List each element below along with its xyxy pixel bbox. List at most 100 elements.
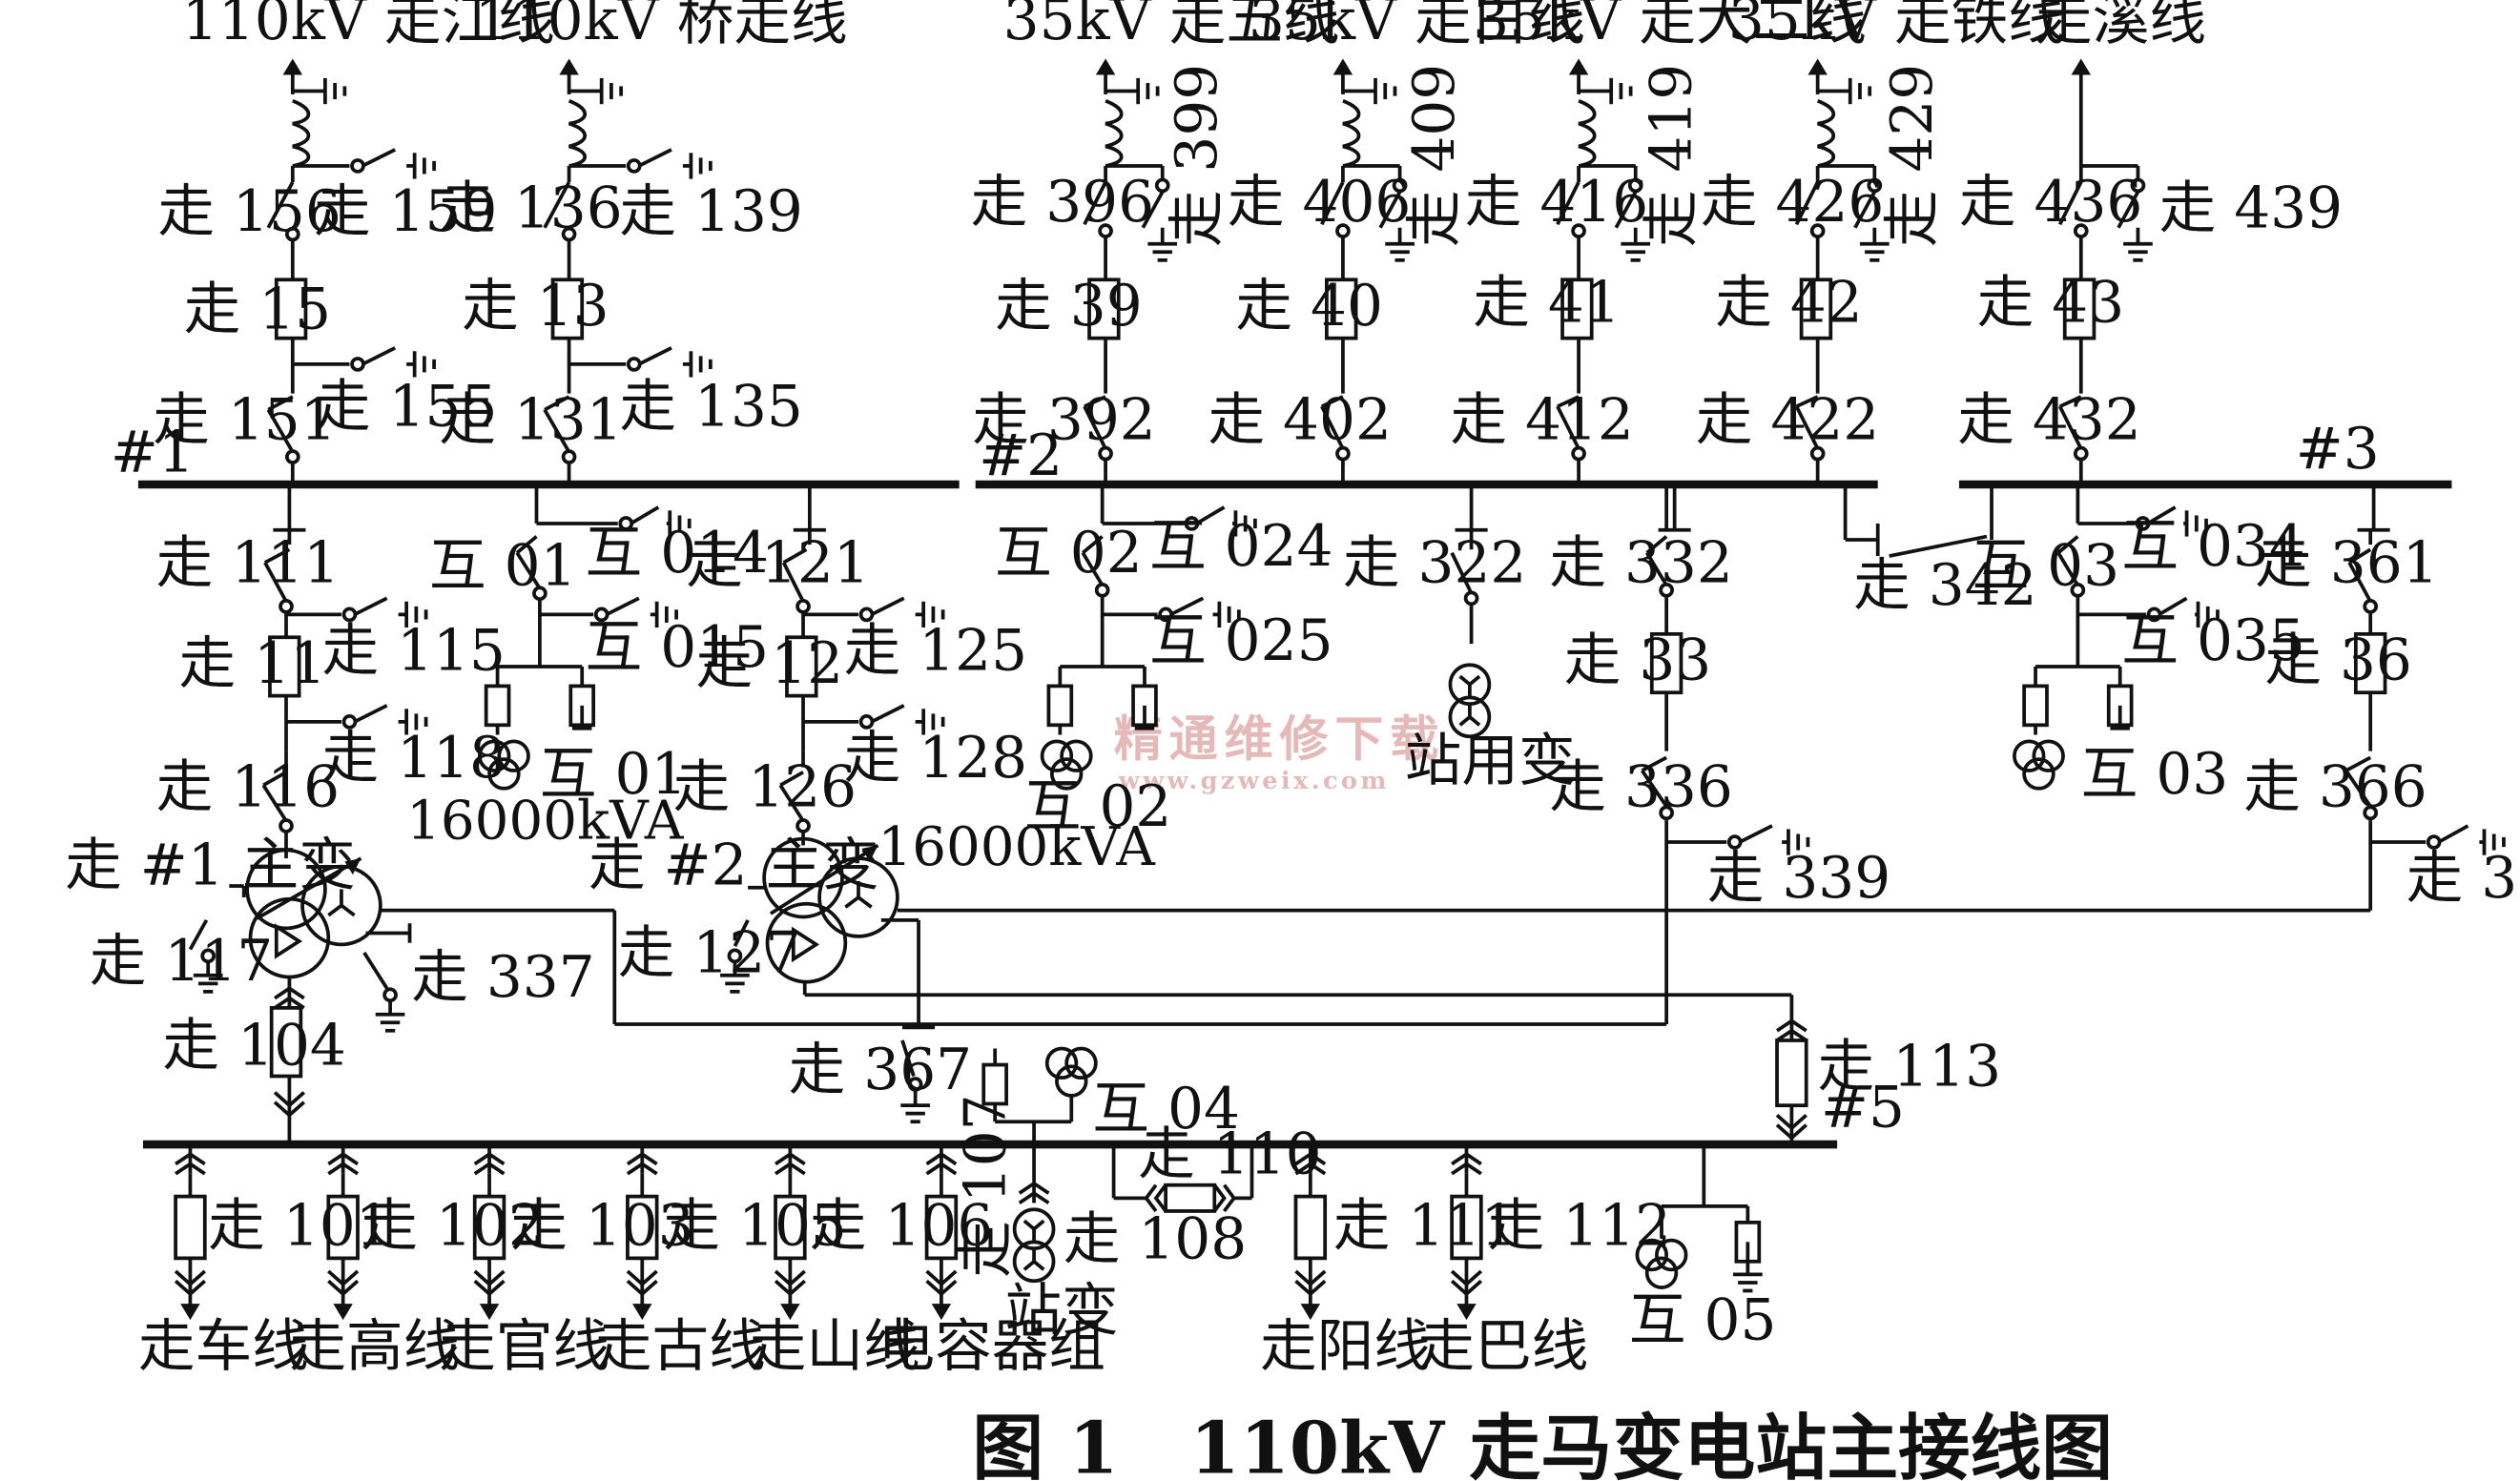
line-35kv-zouwu: 35kV 走五线 [1003, 0, 1340, 53]
feeder-108-name: 站变 [1004, 1278, 1118, 1344]
feeder-103-name: 走官线 [439, 1314, 609, 1380]
bus-3-label: #3 [2296, 417, 2380, 483]
feeder-105-name: 走古线 [595, 1314, 766, 1380]
feeder-101-name: 走车线 [138, 1314, 309, 1380]
sw-426: 走 426 [1701, 170, 1884, 236]
pt-01-label: 互 01 [429, 534, 577, 600]
bay-35kv-zouwu [1083, 58, 1179, 485]
sw-436: 走 436 [1959, 170, 2142, 236]
brk-102: 走 102 [361, 1194, 544, 1260]
sw-131: 走 131 [439, 387, 622, 453]
brk-43: 走 43 [1977, 271, 2125, 337]
feeder-105 [626, 1144, 659, 1321]
brk-107: 走 107 [953, 1094, 1019, 1277]
brk-12: 走 12 [696, 631, 844, 697]
sw-432: 走 432 [1957, 387, 2140, 453]
pt-01-unit-label: 互 01 [540, 742, 688, 808]
bus-tie-110-label: 走 110 [1138, 1122, 1321, 1188]
gnd-118: 走 118 [321, 726, 505, 792]
gnd-115: 走 115 [321, 618, 505, 684]
sw-412: 走 412 [1450, 387, 1633, 453]
sw-332: 走 332 [1549, 530, 1732, 596]
sw-366: 走 366 [2243, 755, 2427, 821]
line-35kv-zoubai: 35kV 走白线 [1249, 0, 1585, 53]
bay-110kv-qiaozou [543, 58, 713, 485]
line-35kv-zoudaer: 35kV 走大二线 [1473, 0, 1867, 53]
feeder-102-name: 走高线 [289, 1314, 460, 1380]
sw-126: 走 126 [673, 755, 857, 821]
bus-1-label: #1 [111, 420, 195, 485]
transformer-2-label: 走 #2 主变 [589, 833, 879, 898]
sw-361: 走 361 [2255, 530, 2438, 596]
sw-392: 走 392 [972, 387, 1155, 453]
sw-416: 走 416 [1465, 170, 1648, 236]
feeder-112-name: 走巴线 [1417, 1314, 1588, 1380]
pt-04 [981, 1046, 1098, 1145]
line-110kv-zoujiang: 110kV 走江线 [182, 0, 555, 53]
brk-113: 走 113 [1818, 1035, 2001, 1100]
brk-108: 走 108 [1064, 1206, 1247, 1272]
sw-396: 走 396 [971, 170, 1154, 236]
transformer-1-label: 走 #1 主变 [65, 833, 356, 898]
feeder-108 [1012, 1144, 1056, 1284]
brk-101: 走 101 [208, 1194, 391, 1260]
sw-116: 走 116 [156, 755, 340, 821]
pt-024-label: 互 024 [1149, 514, 1332, 580]
bus-2-label: #2 [979, 423, 1063, 489]
transformer-1-capacity: 16000kVA [406, 791, 685, 853]
gnd-128: 走 128 [844, 726, 1027, 792]
pt-03-label: 互 03 [1973, 534, 2120, 600]
brk-42: 走 42 [1715, 271, 1863, 337]
pt-02-unit-label: 互 02 [1024, 774, 1171, 840]
bay-35kv-zoutie [1794, 58, 1891, 485]
gnd-369: 走 369 [2406, 846, 2520, 912]
brk-40: 走 40 [1235, 274, 1383, 339]
gnd-409: 走 409 [1402, 64, 1468, 247]
lv-side-wiring [612, 484, 2506, 1145]
watermark: 精通维修下载 www.gzweix.com [1114, 711, 1439, 795]
gnd-419: 走 419 [1640, 64, 1705, 247]
gnd-139: 走 139 [619, 179, 802, 245]
gnd-339: 走 339 [1707, 846, 1890, 912]
brk-36: 走 36 [2264, 628, 2412, 694]
sw-151: 走 151 [153, 387, 336, 453]
feeder-102 [326, 1144, 360, 1321]
pt-025-label: 互 025 [1149, 608, 1332, 674]
feeder-112 [1450, 1144, 1483, 1321]
sw-111-t1: 走 111 [156, 530, 340, 596]
feeder-106 [774, 1144, 807, 1321]
bus-tie-110 [1111, 1144, 1254, 1213]
bay-35kv-zoudaer [1556, 58, 1652, 485]
sw-406: 走 406 [1228, 170, 1411, 236]
feeder-111 [1293, 1144, 1328, 1321]
line-110kv-qiaozou: 110kV 桥走线 [475, 0, 848, 53]
transformer-2-capacity: 16000kVA [878, 816, 1156, 878]
pt-015-label: 互 015 [586, 615, 769, 681]
pt-04-label: 互 04 [1092, 1077, 1240, 1142]
feeder-111-name: 走阳线 [1260, 1314, 1431, 1380]
pt-014-label: 互 014 [586, 521, 769, 586]
gnd-117: 走 117 [90, 929, 273, 995]
brk-104: 走 104 [162, 1014, 345, 1080]
brk-103: 走 103 [510, 1194, 693, 1260]
pt-05-label: 互 05 [1629, 1288, 1777, 1354]
sw-121: 走 121 [686, 530, 869, 596]
pt-03-bay [2013, 484, 2220, 791]
gnd-159: 走 159 [314, 179, 497, 245]
pt-034-label: 互 034 [2121, 514, 2304, 580]
feeder-103 [472, 1144, 506, 1321]
feeders [174, 1144, 1483, 1321]
pt-05 [1635, 1144, 1765, 1293]
bus-section-342: 走 342 [1853, 553, 2036, 619]
pt-035-label: 互 035 [2121, 608, 2304, 674]
gnd-125: 走 125 [844, 618, 1027, 684]
brk-41: 走 41 [1473, 271, 1621, 337]
brk-39: 走 39 [995, 274, 1143, 339]
gnd-337: 走 337 [411, 945, 594, 1011]
brk-13: 走 13 [462, 274, 609, 339]
bus-bars [137, 480, 2452, 1149]
transformer-2-bay [718, 529, 2371, 1124]
brk-15: 走 15 [184, 277, 331, 342]
station-transformer-label: 站用变 [1405, 729, 1576, 794]
